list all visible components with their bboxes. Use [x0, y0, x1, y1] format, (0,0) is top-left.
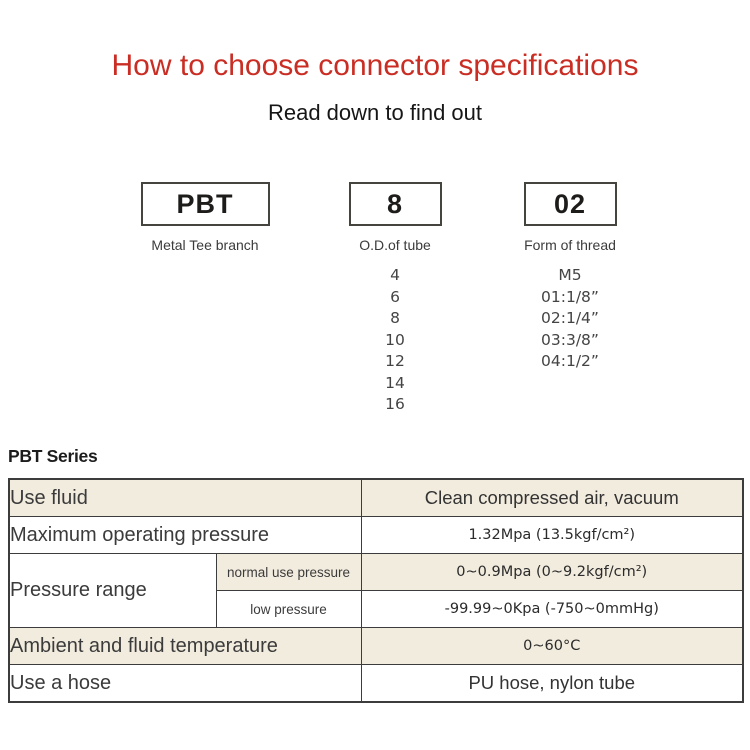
thread-option: 03:3/8”: [541, 330, 599, 349]
thread-option: M5: [558, 266, 582, 284]
sub-label-low-pressure: low pressure: [215, 590, 362, 628]
code-box-tube-od-text: 8: [386, 188, 404, 219]
tube-od-option: 12: [385, 352, 405, 370]
tube-od-options-list: 4 6 8 10 12 14 16: [330, 265, 460, 416]
table-row-max-pressure: Maximum operating pressure 1.32Mpa (13.5…: [8, 516, 744, 554]
spec-table: Use fluid Clean compressed air, vacuum M…: [8, 478, 744, 703]
row-value-temperature: 0~60°C: [360, 627, 744, 665]
thread-option: 04:1/2”: [541, 352, 599, 370]
code-box-tube-od: 8: [348, 182, 442, 226]
code-box-series: PBT: [140, 182, 270, 226]
tube-od-option: 10: [385, 330, 405, 349]
thread-option: 02:1/4”: [541, 309, 599, 327]
row-label-max-pressure: Maximum operating pressure: [8, 516, 362, 554]
page-title: How to choose connector specifications: [111, 49, 639, 82]
table-row-pressure-range-low: low pressure -99.99~0Kpa (-750~0mmHg): [9, 590, 744, 628]
sub-label-normal-use-pressure: normal use pressure: [215, 553, 362, 591]
code-box-thread: 02: [523, 182, 617, 226]
row-label-pressure-range: Pressure range: [8, 553, 217, 628]
code-box-series-text: PBT: [176, 188, 234, 219]
tube-od-option: 16: [385, 395, 405, 413]
code-column-tube-od: 8 O.D.of tube 4 6 8 10 12 14 16: [330, 182, 460, 416]
table-row-use-fluid: Use fluid Clean compressed air, vacuum: [8, 478, 744, 517]
code-box-thread-text: 02: [553, 188, 587, 219]
tube-od-option: 4: [390, 266, 400, 284]
series-heading: PBT Series: [8, 446, 98, 466]
thread-options-list: M5 01:1/8” 02:1/4” 03:3/8” 04:1/2”: [505, 265, 635, 373]
code-label-tube-od: O.D.of tube: [359, 237, 431, 253]
row-value-hose: PU hose, nylon tube: [360, 664, 744, 703]
row-label-hose: Use a hose: [8, 664, 362, 703]
code-column-thread: 02 Form of thread M5 01:1/8” 02:1/4” 03:…: [505, 182, 635, 373]
row-value-low-pressure: -99.99~0Kpa (-750~0mmHg): [360, 590, 744, 628]
tube-od-option: 6: [390, 287, 400, 306]
table-row-temperature: Ambient and fluid temperature 0~60°C: [8, 627, 744, 665]
row-label-use-fluid: Use fluid: [8, 478, 362, 517]
row-value-max-pressure: 1.32Mpa (13.5kgf/cm²): [360, 516, 744, 554]
table-row-pressure-range-normal: Pressure range normal use pressure 0~0.9…: [8, 553, 744, 628]
page-subtitle: Read down to find out: [267, 100, 483, 125]
row-value-use-fluid: Clean compressed air, vacuum: [360, 478, 744, 517]
code-column-series: PBT Metal Tee branch: [105, 182, 305, 253]
tube-od-option: 8: [390, 309, 400, 327]
tube-od-option: 14: [385, 373, 405, 392]
row-value-normal-use-pressure: 0~0.9Mpa (0~9.2kgf/cm²): [360, 553, 744, 591]
thread-option: 01:1/8”: [541, 287, 599, 306]
code-label-series: Metal Tee branch: [151, 237, 259, 253]
table-row-hose: Use a hose PU hose, nylon tube: [8, 664, 744, 703]
code-label-thread: Form of thread: [524, 237, 616, 253]
row-label-temperature: Ambient and fluid temperature: [8, 627, 362, 665]
